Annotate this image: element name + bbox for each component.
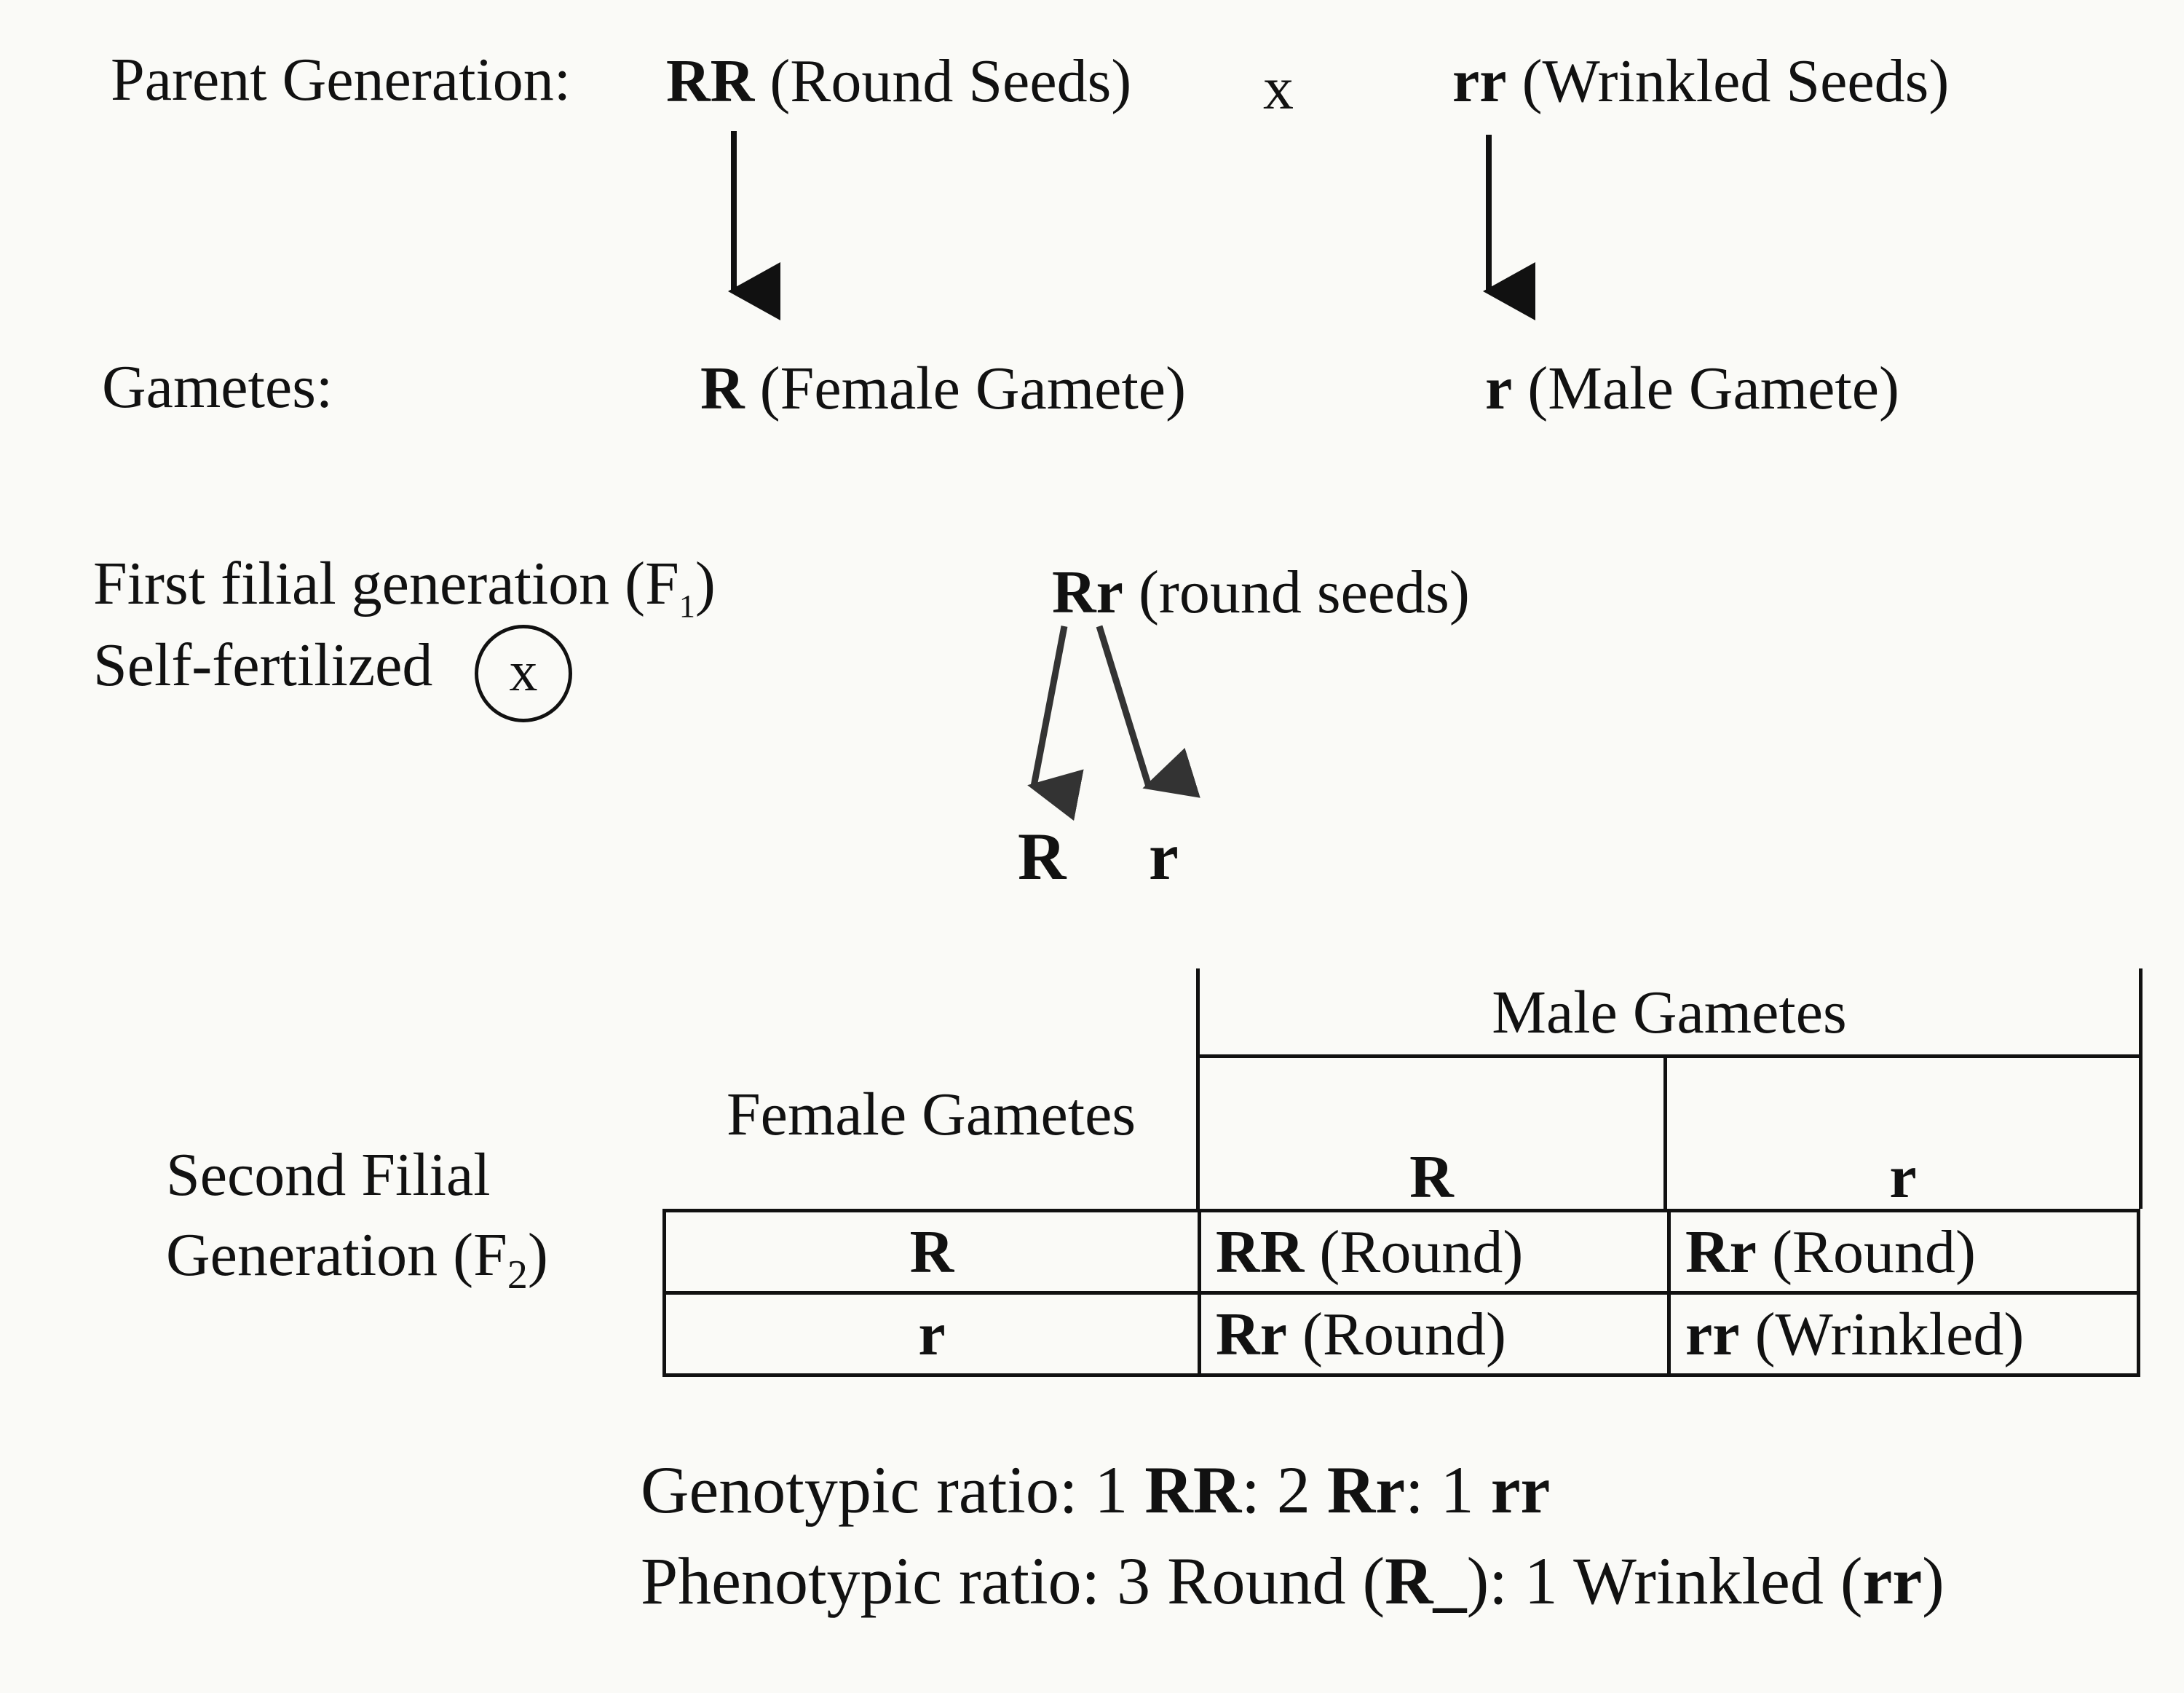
male-gamete-allele: r <box>1485 355 1513 422</box>
female-gamete-desc: (Female Gamete) <box>759 355 1187 422</box>
phenotype-dominant: R_ <box>1385 1544 1467 1618</box>
genotypic-sep-1: : 2 <box>1241 1453 1327 1527</box>
header-vline-left <box>1196 968 1200 1209</box>
table-row: R RR (Round) Rr (Round) <box>662 1209 2140 1295</box>
f2-label-line1: Second Filial <box>166 1141 491 1209</box>
male-allele-r: r <box>1889 1143 1917 1211</box>
f2-label-close: ) <box>527 1221 548 1289</box>
genotypic-ratio: Genotypic ratio: 1 RR: 2 Rr: 1 rr <box>641 1456 1550 1523</box>
male-gamete: r (Male Gamete) <box>1485 358 1899 419</box>
parent-male-genotype: rr <box>1452 47 1507 115</box>
punnett-cell: Rr (Round) <box>1667 1209 2140 1295</box>
phenotype-recessive: rr <box>1862 1544 1923 1618</box>
f1-gamete-r: r <box>1149 819 1179 893</box>
parent-male-desc: (Wrinkled Seeds) <box>1522 47 1950 115</box>
parent-female: RR (Round Seeds) <box>666 51 1131 112</box>
table-row: r Rr (Round) rr (Wrinkled) <box>662 1291 2140 1377</box>
parent-female-desc: (Round Seeds) <box>769 47 1132 115</box>
f1-genotype-value: Rr <box>1052 559 1123 626</box>
genotypic-ratio-label: Genotypic ratio: 1 <box>641 1453 1145 1527</box>
female-gametes-header: Female Gametes <box>726 1081 1136 1148</box>
male-gametes-header: Male Gametes <box>1492 979 1847 1046</box>
genotype-rr-heterozygous: Rr <box>1326 1453 1406 1527</box>
f1-label: First filial generation (F1) <box>93 553 716 623</box>
cell-phenotype: (Round) <box>1302 1300 1506 1368</box>
parent-generation-label: Parent Generation: <box>111 46 571 114</box>
cross-symbol: x <box>1263 55 1294 122</box>
female-gamete-allele: R <box>700 355 745 422</box>
punnett-cell: rr (Wrinkled) <box>1667 1291 2140 1377</box>
f1-genotype: Rr (round seeds) <box>1052 562 1470 623</box>
genotype-rr-recessive: rr <box>1490 1453 1551 1527</box>
punnett-square: R RR (Round) Rr (Round) r Rr (Round) rr … <box>662 1209 2140 1377</box>
self-fertilized-label: Self-fertilized <box>93 631 433 699</box>
cell-genotype: Rr <box>1216 1300 1287 1368</box>
punnett-cell: RR (Round) <box>1198 1209 1671 1295</box>
header-hline <box>1196 1054 2143 1058</box>
genotype-rr-dominant: RR <box>1144 1453 1242 1527</box>
genotypic-sep-2: : 1 <box>1405 1453 1491 1527</box>
cell-phenotype: (Round) <box>1771 1218 1976 1286</box>
f1-label-subscript: 1 <box>678 588 695 624</box>
cell-genotype: Rr <box>1685 1218 1757 1286</box>
gametes-label: Gametes: <box>102 353 333 421</box>
f2-label-line2: Generation (F2) <box>166 1225 548 1295</box>
cell-phenotype: (Wrinkled) <box>1754 1300 2025 1368</box>
f1-genotype-desc: (round seeds) <box>1138 559 1470 626</box>
phenotypic-close: ) <box>1922 1544 1944 1618</box>
phenotypic-ratio: Phenotypic ratio: 3 Round (R_): 1 Wrinkl… <box>641 1547 1944 1614</box>
f1-gamete-R: R <box>1018 819 1067 893</box>
f1-label-text: First filial generation (F <box>93 550 679 617</box>
cell-phenotype: (Round) <box>1319 1218 1524 1286</box>
self-fertilized-symbol: x <box>475 625 572 722</box>
female-allele-r: r <box>662 1291 1201 1377</box>
header-vline-mid <box>1663 1054 1667 1209</box>
phenotypic-sep: ): 1 Wrinkled ( <box>1466 1544 1863 1618</box>
cell-genotype: RR <box>1216 1218 1305 1286</box>
arrow-f1-gamete-R <box>1027 625 1084 821</box>
male-gamete-desc: (Male Gamete) <box>1527 355 1900 422</box>
parent-female-genotype: RR <box>666 47 755 115</box>
f2-label-subscript: 2 <box>507 1252 528 1298</box>
female-gamete: R (Female Gamete) <box>700 358 1186 419</box>
arrow-f1-gamete-r <box>1096 625 1200 798</box>
male-allele-R: R <box>1409 1143 1454 1211</box>
f2-label-text: Generation (F <box>166 1221 507 1289</box>
female-allele-R: R <box>662 1209 1201 1295</box>
header-vline-right <box>2139 968 2143 1209</box>
cell-genotype: rr <box>1685 1300 1740 1368</box>
phenotypic-ratio-label: Phenotypic ratio: 3 Round ( <box>641 1544 1385 1618</box>
f1-label-close: ) <box>695 550 716 617</box>
punnett-cell: Rr (Round) <box>1198 1291 1671 1377</box>
parent-male: rr (Wrinkled Seeds) <box>1452 51 1949 112</box>
